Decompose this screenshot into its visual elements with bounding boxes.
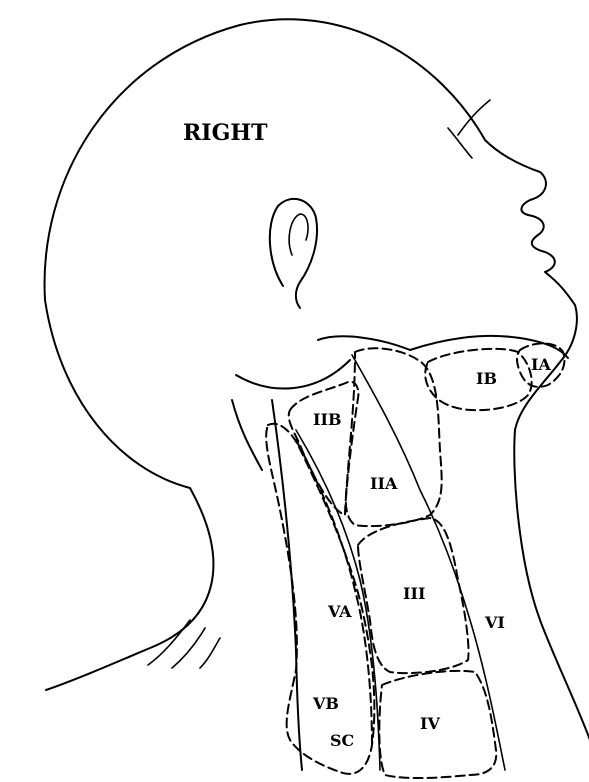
level-VB-label: VB [312,694,339,713]
level-SC-label: SC [330,731,354,750]
ear [270,199,317,308]
trapezius-line [200,638,220,668]
occiput-line [236,360,350,389]
level-III-label: III [403,584,425,603]
posterior-neck-line [232,400,262,470]
sternocleidomastoid-line [296,430,380,770]
ear-inner [289,214,308,255]
level-IIB-label: IIB [313,410,342,429]
shoulder-line [46,488,213,690]
level-IA-label: IA [531,355,551,374]
level-IIA-label: IIA [370,474,398,493]
head-outline [45,19,589,740]
zone-IIA [346,348,442,526]
level-IV-label: IV [420,714,440,733]
level-VI-label: VI [484,613,505,632]
posterior-neck-line [272,400,302,770]
side-label: RIGHT [183,120,268,146]
level-VA-label: VA [327,602,352,621]
hairline [458,100,490,135]
level-IB-label: IB [476,369,497,388]
trapezius-line [148,620,190,665]
